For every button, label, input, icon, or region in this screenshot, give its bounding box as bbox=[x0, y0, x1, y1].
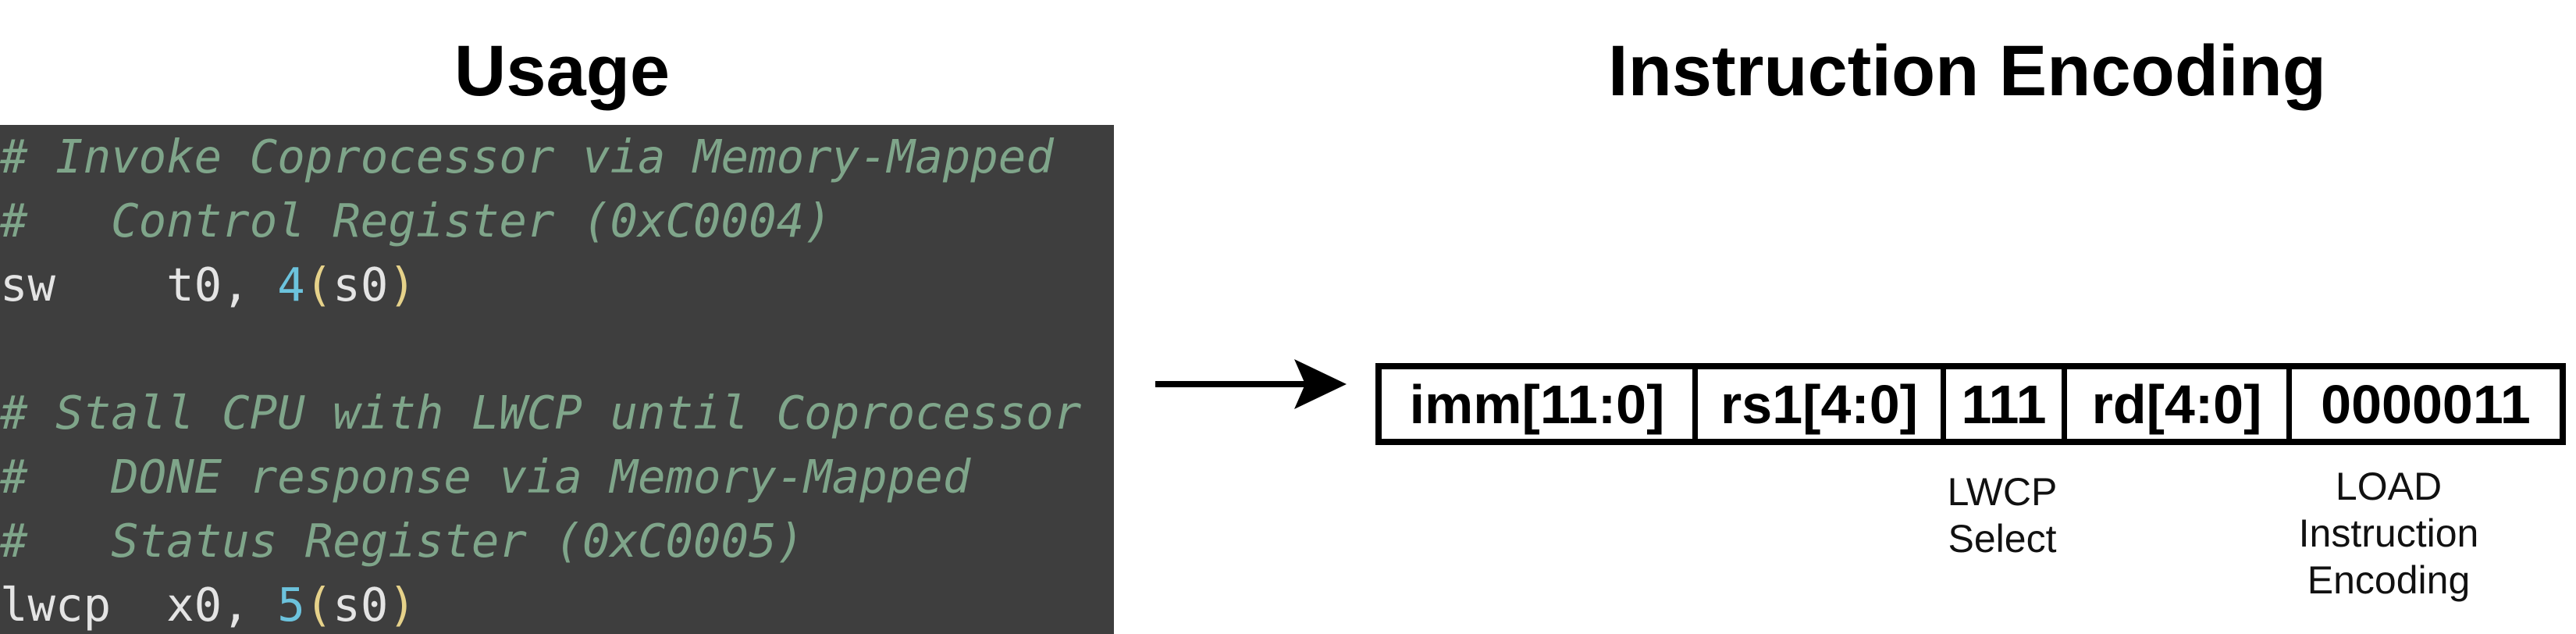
code-offset-4: 4 bbox=[277, 258, 305, 312]
code-comment-line-7: # Status Register (0xC0005) bbox=[0, 514, 805, 568]
code-paren-close: ) bbox=[388, 258, 416, 312]
code-panel: # Invoke Coprocessor via Memory-Mapped #… bbox=[0, 125, 1114, 634]
field-rs1: rs1[4:0] bbox=[1698, 369, 1946, 439]
code-comment-line-2: # Control Register (0xC0004) bbox=[0, 194, 832, 248]
usage-title: Usage bbox=[454, 31, 671, 111]
code-reg-x0: x0, bbox=[166, 578, 278, 632]
code-comment-line-1: # Invoke Coprocessor via Memory-Mapped bbox=[0, 130, 1054, 183]
caption-load-line-1: LOAD bbox=[2335, 465, 2443, 508]
code-offset-5: 5 bbox=[277, 578, 305, 632]
code-comment-line-5: # Stall CPU with LWCP until Coprocessor bbox=[0, 386, 1082, 440]
instruction-encoding-box: imm[11:0] rs1[4:0] 111 rd[4:0] 0000011 bbox=[1375, 363, 2566, 445]
code-op-sw: sw bbox=[0, 258, 56, 312]
code-reg-t0: t0, bbox=[166, 258, 278, 312]
caption-load-line-2: Instruction bbox=[2298, 511, 2479, 555]
caption-lwcp-line-2: Select bbox=[1948, 517, 2057, 561]
caption-lwcp-line-1: LWCP bbox=[1947, 470, 2058, 514]
right-arrow-icon bbox=[1155, 359, 1347, 409]
code-pad bbox=[111, 578, 166, 632]
caption-lwcp-select: LWCP Select bbox=[1905, 468, 2100, 562]
field-funct3: 111 bbox=[1946, 369, 2067, 439]
field-rd: rd[4:0] bbox=[2067, 369, 2292, 439]
code-op-lwcp: lwcp bbox=[0, 578, 112, 632]
code-comment-line-6: # DONE response via Memory-Mapped bbox=[0, 450, 971, 504]
code-pad bbox=[55, 258, 166, 312]
instruction-encoding-title: Instruction Encoding bbox=[1608, 31, 2326, 111]
code-base-s0: s0 bbox=[333, 578, 389, 632]
caption-load-line-3: Encoding bbox=[2307, 558, 2471, 602]
code-line-lwcp: lwcp x0, 5(s0) bbox=[0, 573, 416, 634]
code-base-s0: s0 bbox=[333, 258, 389, 312]
code-paren-open: ( bbox=[304, 578, 333, 632]
code-paren-close: ) bbox=[388, 578, 416, 632]
field-imm: imm[11:0] bbox=[1382, 369, 1698, 439]
code-line-sw: sw t0, 4(s0) bbox=[0, 253, 416, 317]
field-opcode: 0000011 bbox=[2321, 373, 2531, 435]
code-paren-open: ( bbox=[304, 258, 333, 312]
caption-load-encoding: LOAD Instruction Encoding bbox=[2225, 463, 2553, 604]
